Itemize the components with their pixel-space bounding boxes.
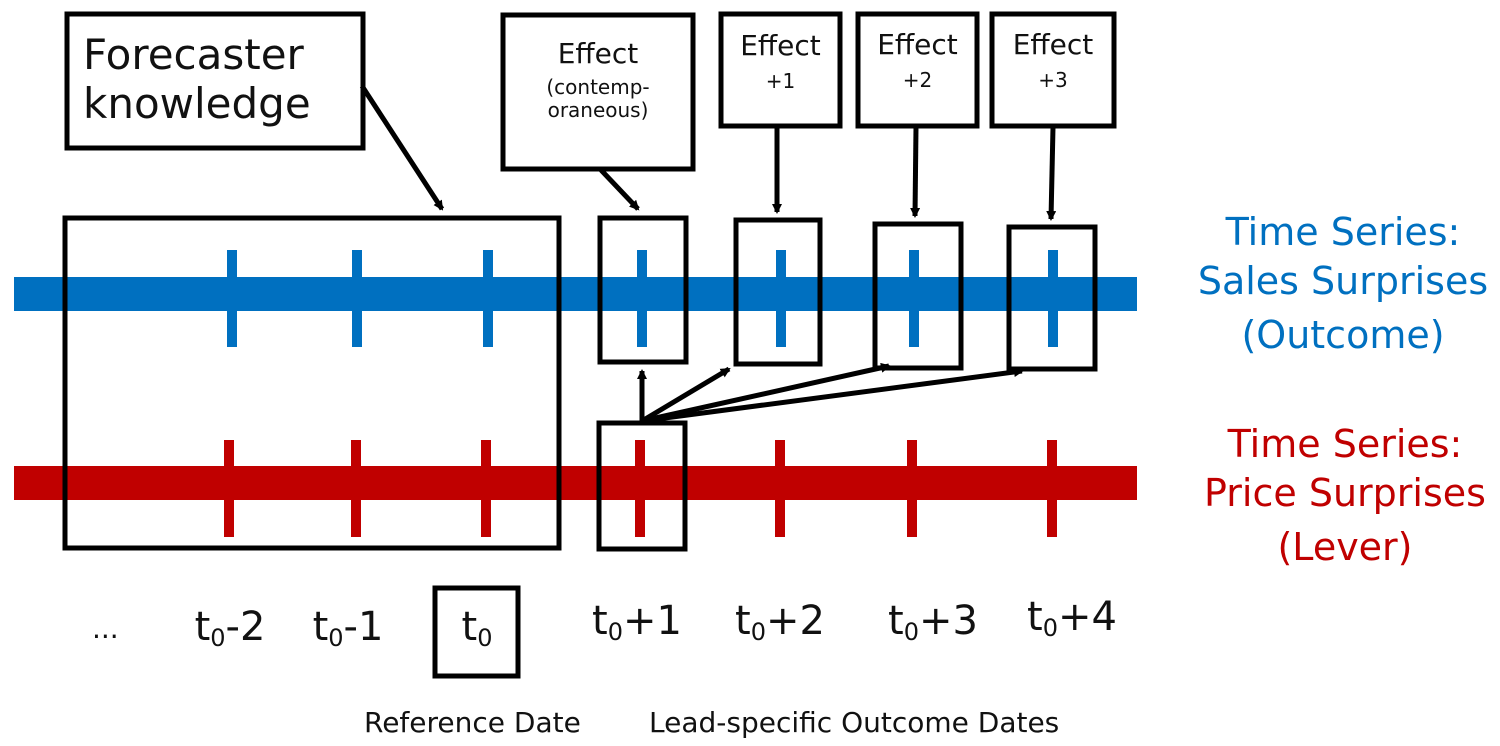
lead-outcome-dates-caption: Lead-specific Outcome Dates (649, 706, 1060, 739)
timeline-ellipsis: ... (92, 612, 119, 645)
tick-sub: 0 (477, 624, 493, 652)
tick-t0-plus2: t0+2 (720, 598, 840, 646)
effect-title: Effect (877, 28, 958, 61)
price-t1-box (596, 420, 688, 552)
tick-sub: 0 (903, 618, 919, 646)
tick-sub: 0 (328, 624, 344, 652)
arrow-knowledge (359, 84, 445, 211)
sales-t2-box (733, 217, 823, 367)
effect-title: Effect (1012, 28, 1094, 61)
sales-t4-box (1006, 224, 1098, 372)
forecaster-knowledge-label: Forecaster knowledge (83, 30, 311, 128)
tick-base: t (888, 598, 904, 644)
tick-offset: +3 (919, 598, 978, 644)
forecaster-knowledge-box (64, 11, 366, 151)
tick-sub: 0 (210, 624, 226, 652)
tick-base: t (1027, 594, 1043, 640)
effect-plus3-box (989, 11, 1117, 129)
tick-sub: 0 (1042, 614, 1058, 642)
effect-sub: +1 (765, 69, 796, 94)
price-series-band (14, 466, 1137, 500)
effect-sub: +3 (1038, 68, 1068, 93)
arrow-effect-plus2 (910, 126, 921, 218)
tick-base: t (592, 598, 608, 644)
tick-offset: -2 (225, 604, 266, 650)
effect-sub-line1: (contemp- (546, 75, 650, 100)
tick-t0: t0 (417, 604, 537, 652)
sales-t3-box (872, 221, 964, 371)
tick-base: t (194, 604, 211, 650)
tick-offset: -1 (343, 604, 384, 650)
price-ticks (224, 440, 1057, 537)
arrow-lever-to-t4 (641, 367, 1024, 424)
tick-offset: +4 (1058, 594, 1117, 640)
effect-plus1-box (718, 11, 843, 129)
forecaster-label-line2: knowledge (83, 79, 311, 129)
effect-plus2-label: Effect +2 (860, 28, 975, 93)
effect-plus1-label: Effect +1 (723, 29, 838, 94)
effect-sub: +2 (902, 68, 933, 93)
effect-sub-line2: oraneous) (547, 98, 649, 123)
tick-base: t (312, 604, 329, 650)
tick-base: t (735, 598, 751, 644)
effect-title: Effect (740, 29, 821, 62)
tick-t0-plus4: t0+4 (1012, 594, 1132, 642)
effect-plus3-label: Effect +3 (994, 28, 1112, 93)
t0-box (432, 585, 521, 679)
tick-t0-plus3: t0+3 (873, 598, 993, 646)
arrow-effect-contemporaneous (599, 168, 640, 211)
tick-t0-minus2: t0-2 (170, 604, 290, 652)
tick-sub: 0 (607, 618, 623, 646)
effect-title: Effect (557, 37, 639, 70)
sales-ticks (227, 250, 1058, 347)
arrow-lever-to-t3 (641, 362, 891, 424)
tick-offset: +1 (623, 598, 682, 644)
knowledge-window-box (62, 215, 562, 551)
effect-contemporaneous-box (500, 12, 696, 172)
reference-date-caption: Reference Date (364, 706, 581, 739)
tick-t0-minus1: t0-1 (288, 604, 408, 652)
price-label-line3: (Lever) (1277, 524, 1413, 569)
sales-series-label: Time Series: Sales Surprises (Outcome) (1193, 208, 1493, 360)
arrow-lever-to-t2 (640, 366, 731, 424)
tick-t0-plus1: t0+1 (577, 598, 697, 646)
tick-sub: 0 (750, 618, 766, 646)
tick-base: t (461, 604, 478, 650)
price-series-label: Time Series: Price Surprises (Lever) (1195, 420, 1495, 572)
price-label-line2: Price Surprises (1204, 471, 1486, 516)
effect-contemporaneous-label: Effect (contemp- oraneous) (505, 37, 691, 123)
price-label-line1: Time Series: (1227, 422, 1463, 466)
sales-label-line2: Sales Surprises (1197, 259, 1489, 304)
effect-plus2-box (855, 11, 980, 129)
sales-label-line1: Time Series: (1225, 210, 1461, 254)
sales-series-band (14, 277, 1137, 311)
sales-label-line3: (Outcome) (1241, 312, 1445, 357)
arrow-effect-plus3 (1046, 126, 1057, 221)
sales-t1-box (597, 215, 689, 365)
tick-offset: +2 (766, 598, 825, 644)
forecaster-label-line1: Forecaster (83, 30, 304, 79)
